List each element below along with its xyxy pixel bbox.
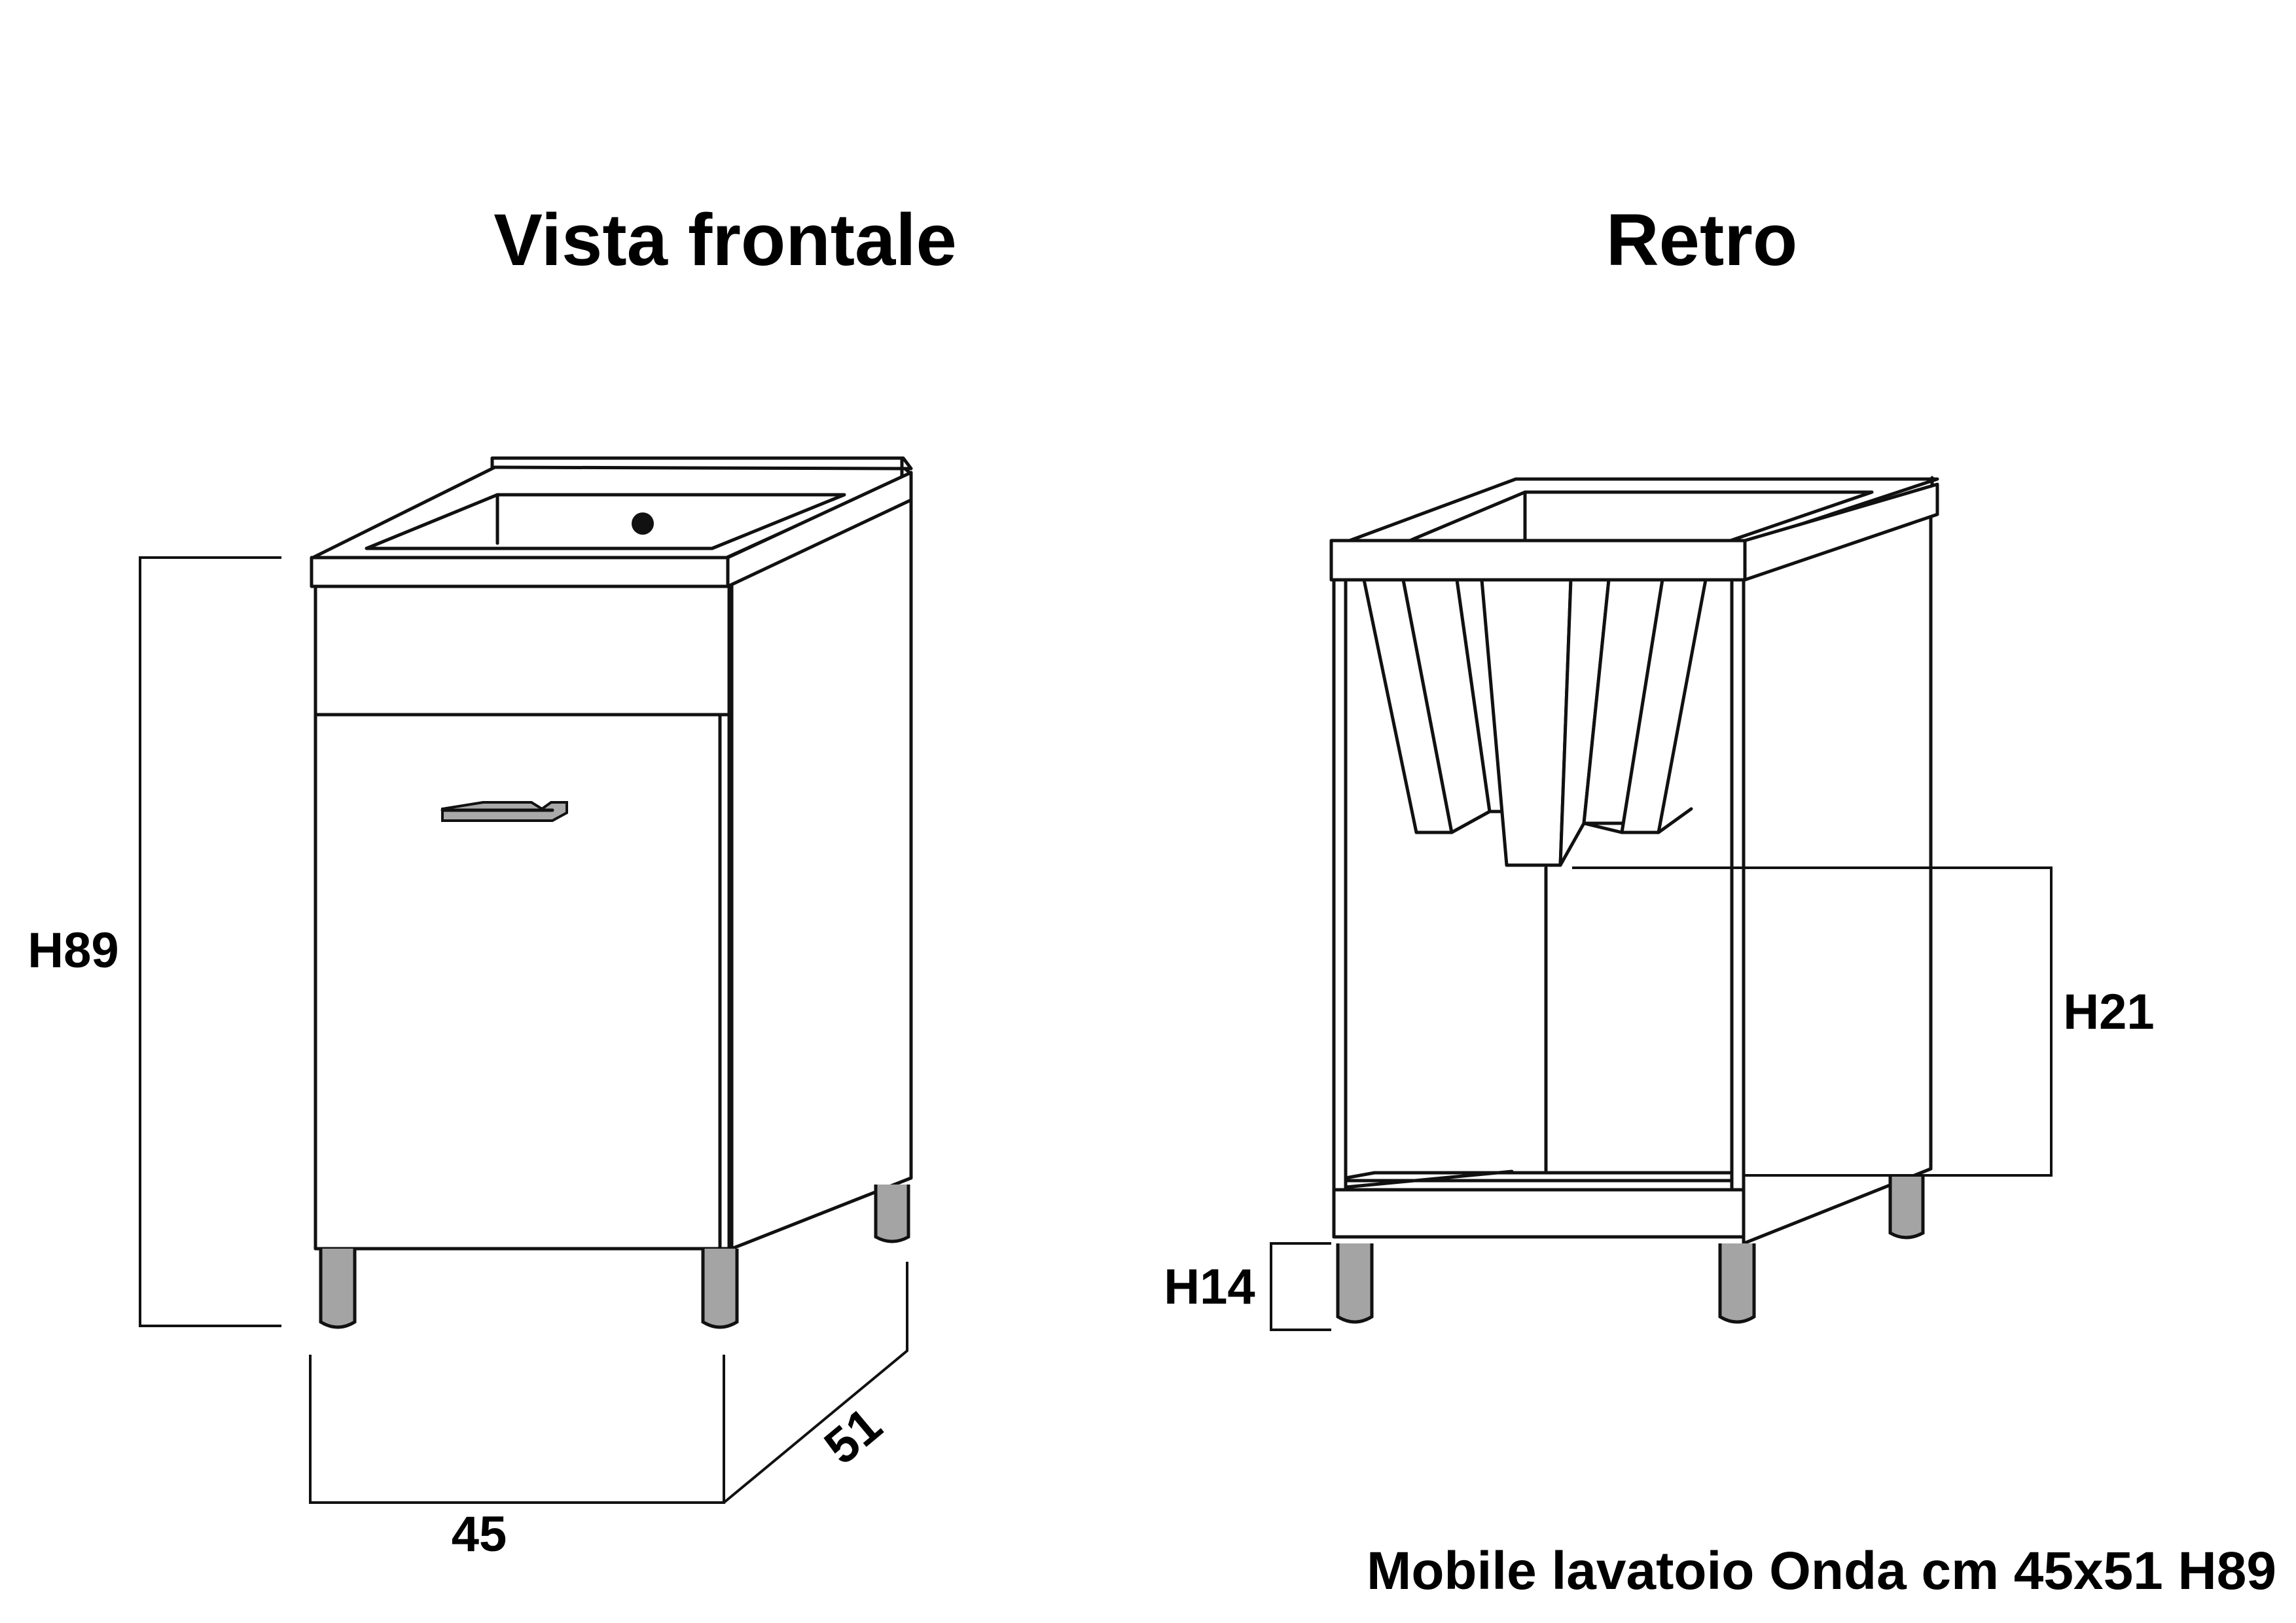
inner-height-dimension-line	[1572, 866, 2053, 1177]
height-label: H89	[27, 923, 118, 978]
inner-height-label: H21	[2063, 984, 2154, 1040]
back-dimensions: H21 H14	[1164, 866, 2155, 1331]
back-cabinet-bottom-rail	[1332, 1188, 1746, 1239]
front-right-leg	[701, 1249, 739, 1329]
front-back-right-leg	[874, 1185, 910, 1243]
width-dimension-line	[309, 1355, 725, 1504]
front-cabinet-top-lip	[310, 556, 730, 588]
back-cabinet	[1329, 476, 1939, 1245]
front-cabinet-top-rail	[314, 584, 731, 717]
front-dimensions: H89 45 51	[27, 556, 908, 1562]
front-cabinet	[310, 456, 913, 1251]
back-right-leg	[1718, 1243, 1756, 1324]
front-cabinet-back-edge	[490, 456, 913, 471]
front-left-leg	[319, 1249, 357, 1329]
back-cabinet-top-lip	[1329, 539, 1747, 582]
back-cabinet-side-panel	[1742, 502, 1933, 1245]
sink-tub-profile	[1362, 578, 1708, 867]
width-label: 45	[452, 1507, 507, 1562]
front-cabinet-legs	[319, 1185, 910, 1329]
cabinet-door	[314, 713, 722, 1251]
depth-dimension-line	[723, 1262, 908, 1504]
front-cabinet-side-panel	[730, 489, 913, 1251]
front-cabinet-top-lip-side	[726, 471, 913, 588]
back-view-title: Retro	[1606, 199, 1797, 281]
drain-hole-icon	[632, 512, 654, 535]
back-cabinet-top-lip-side	[1743, 482, 1939, 582]
back-left-leg	[1336, 1243, 1374, 1324]
front-view-title: Vista frontale	[493, 199, 957, 281]
back-cabinet-left-post	[1332, 578, 1348, 1239]
back-cabinet-legs	[1336, 1175, 1925, 1324]
back-cabinet-right-post	[1730, 578, 1746, 1239]
leg-height-label: H14	[1164, 1259, 1255, 1315]
product-caption: Mobile lavatoio Onda cm 45x51 H89	[1367, 1541, 2276, 1601]
depth-label: 51	[814, 1397, 892, 1475]
basin-opening	[365, 493, 846, 550]
leg-height-dimension-line	[1270, 1242, 1331, 1331]
tub-center	[1480, 578, 1573, 867]
back-back-right-leg	[1888, 1175, 1925, 1240]
height-dimension-line	[139, 556, 281, 1327]
